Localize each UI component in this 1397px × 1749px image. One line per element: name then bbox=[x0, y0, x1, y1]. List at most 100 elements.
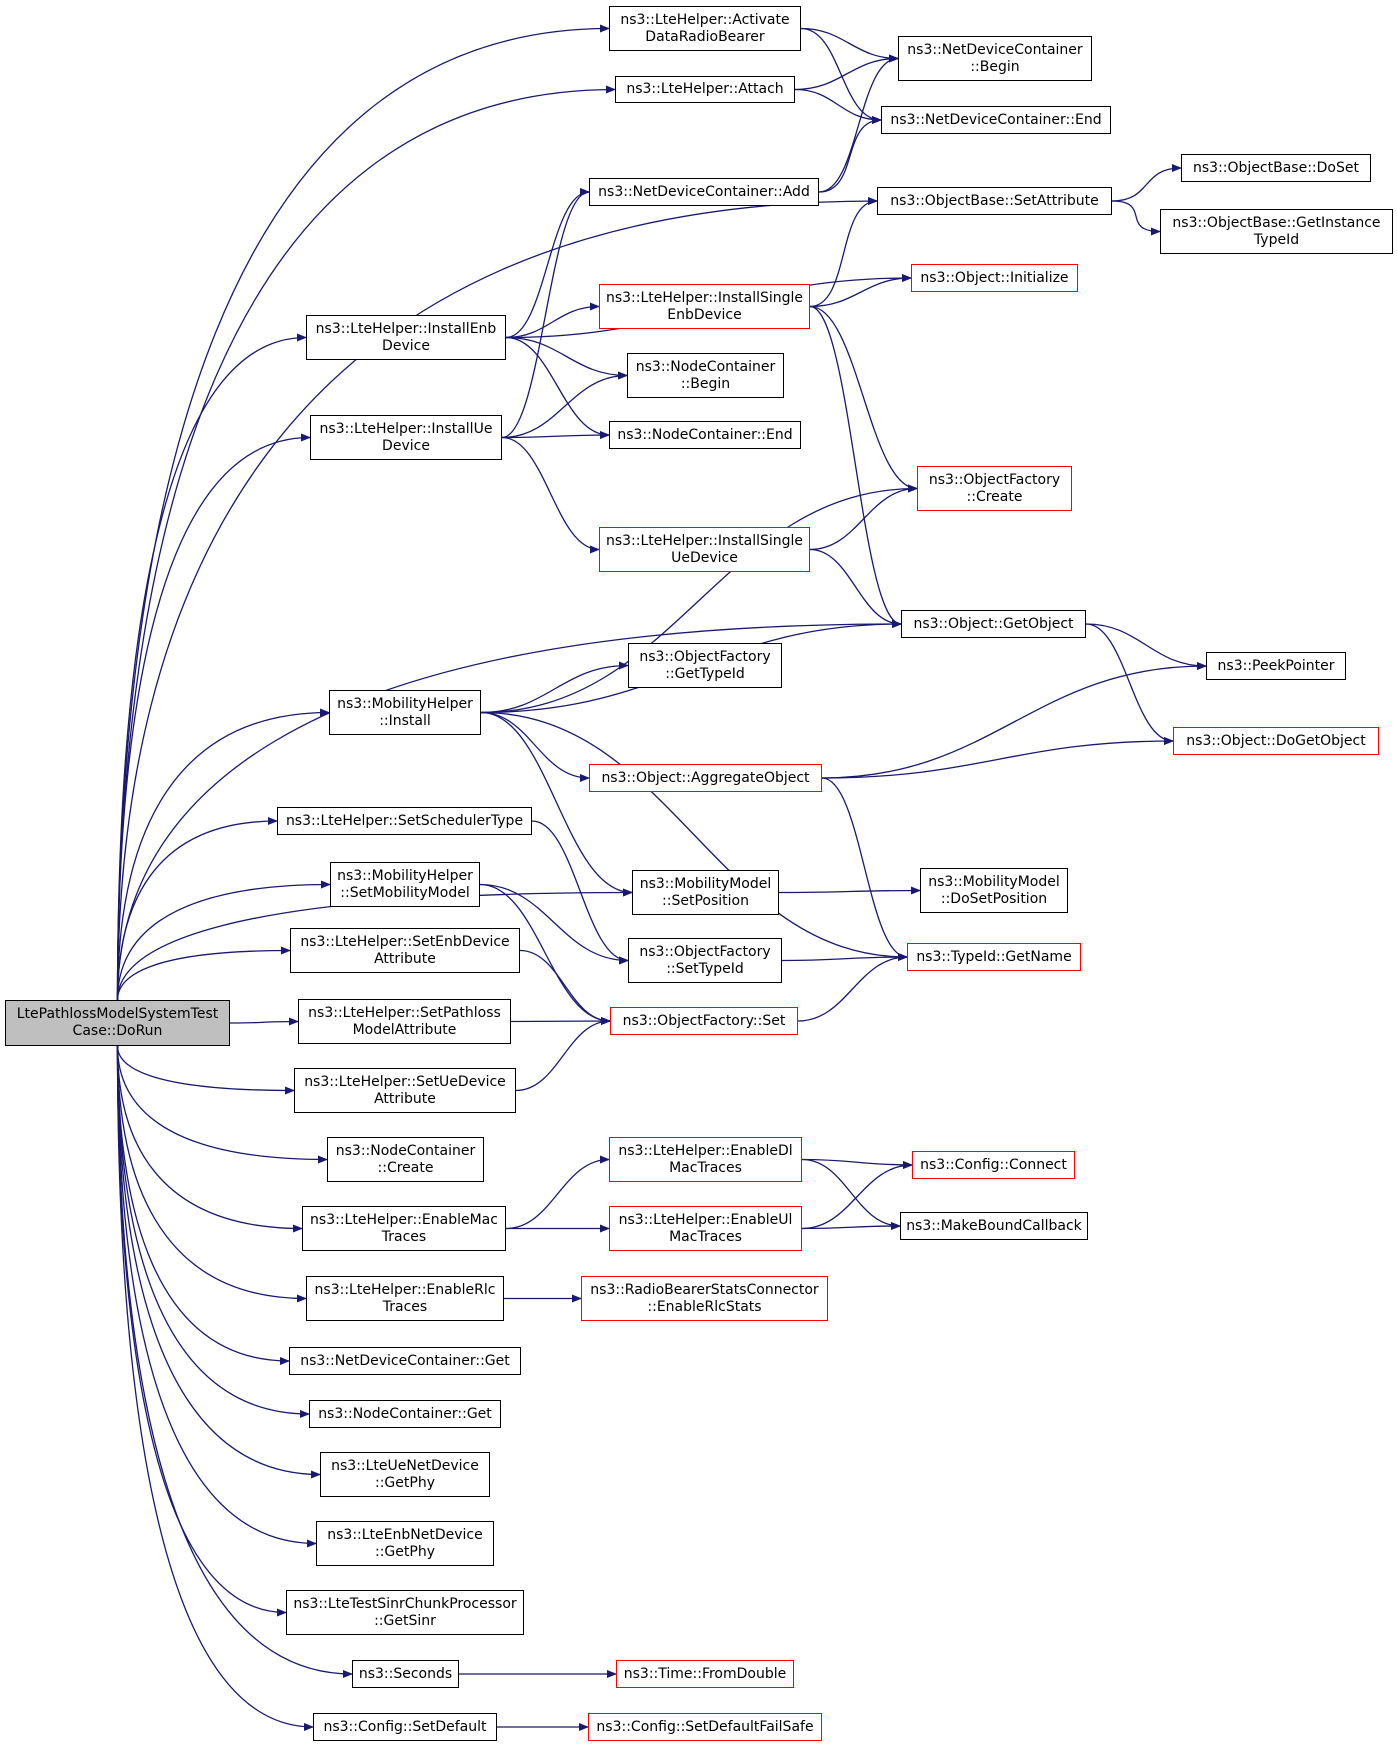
node-label-line: UeDevice bbox=[671, 549, 738, 566]
call-edge-en_ulmac-to-cfg_connect bbox=[801, 1161, 913, 1230]
node-ob-doset[interactable]: ns3::ObjectBase::DoSet bbox=[1181, 154, 1371, 182]
node-obj-getobject[interactable]: ns3::Object::GetObject bbox=[901, 610, 1086, 638]
node-cfg-connect[interactable]: ns3::Config::Connect bbox=[912, 1151, 1075, 1179]
call-edge-ndc_add-to-ndc_end bbox=[818, 116, 882, 193]
call-edge-set_pathloss-to-of_set bbox=[510, 1017, 611, 1026]
node-cfg-setdefault[interactable]: ns3::Config::SetDefault bbox=[313, 1713, 497, 1741]
node-label-line: ns3::Object::Initialize bbox=[920, 269, 1069, 286]
node-label-line: ns3::Object::GetObject bbox=[913, 615, 1074, 632]
node-label-line: ns3::NodeContainer bbox=[335, 1142, 476, 1159]
node-of-set[interactable]: ns3::ObjectFactory::Set bbox=[610, 1007, 798, 1035]
call-edge-dorun-to-set_sched bbox=[116, 817, 278, 1001]
node-ndc-add[interactable]: ns3::NetDeviceContainer::Add bbox=[589, 178, 819, 206]
call-edge-mh_install-to-of_gettypeid bbox=[480, 661, 629, 714]
call-edge-obj_getobject-to-obj_dogetobject bbox=[1085, 623, 1174, 745]
node-label-line: ns3::LteHelper::InstallSingle bbox=[605, 532, 804, 549]
node-mh-install[interactable]: ns3::MobilityHelper::Install bbox=[329, 690, 481, 735]
node-nc-begin[interactable]: ns3::NodeContainer::Begin bbox=[627, 353, 784, 398]
node-ob-setattr[interactable]: ns3::ObjectBase::SetAttribute bbox=[877, 187, 1112, 215]
node-seconds[interactable]: ns3::Seconds bbox=[352, 1660, 459, 1688]
node-label-line: ns3::LteHelper::InstallEnb bbox=[315, 320, 497, 337]
node-label-line: LtePathlossModelSystemTest bbox=[16, 1006, 219, 1022]
node-nc-get[interactable]: ns3::NodeContainer::Get bbox=[309, 1400, 501, 1428]
node-mh-setmob[interactable]: ns3::MobilityHelper::SetMobilityModel bbox=[330, 862, 480, 907]
node-label-line: ::SetTypeId bbox=[666, 960, 744, 977]
node-of-gettypeid[interactable]: ns3::ObjectFactory::GetTypeId bbox=[628, 643, 782, 688]
node-label-line: ns3::ObjectFactory bbox=[639, 943, 771, 960]
node-mm-dosetpos[interactable]: ns3::MobilityModel::DoSetPosition bbox=[920, 868, 1068, 913]
call-edge-dorun-to-set_ueattr bbox=[116, 1045, 295, 1095]
node-label-line: EnbDevice bbox=[667, 306, 742, 323]
call-edge-mh_install-to-of_create bbox=[480, 484, 918, 714]
call-edge-dorun-to-seconds bbox=[116, 1045, 353, 1678]
node-makebound[interactable]: ns3::MakeBoundCallback bbox=[900, 1212, 1088, 1240]
node-label-line: ns3::Time::FromDouble bbox=[623, 1665, 787, 1682]
node-peekpointer[interactable]: ns3::PeekPointer bbox=[1206, 652, 1346, 680]
node-obj-aggregate[interactable]: ns3::Object::AggregateObject bbox=[589, 764, 822, 792]
node-enb-getphy[interactable]: ns3::LteEnbNetDevice::GetPhy bbox=[316, 1521, 494, 1566]
node-obj-init[interactable]: ns3::Object::Initialize bbox=[911, 264, 1078, 292]
node-of-settypeid[interactable]: ns3::ObjectFactory::SetTypeId bbox=[628, 938, 782, 983]
node-rbsc-rlc[interactable]: ns3::RadioBearerStatsConnector::EnableRl… bbox=[581, 1276, 828, 1321]
node-obj-dogetobject[interactable]: ns3::Object::DoGetObject bbox=[1173, 727, 1379, 755]
node-typeid-getname[interactable]: ns3::TypeId::GetName bbox=[907, 943, 1081, 971]
node-label-line: ns3::ObjectFactory bbox=[639, 648, 771, 665]
call-edge-attach-to-ndc_begin bbox=[794, 54, 899, 91]
node-set-sched[interactable]: ns3::LteHelper::SetSchedulerType bbox=[277, 807, 532, 835]
node-label-line: MacTraces bbox=[669, 1228, 742, 1245]
node-label-line: ns3::Config::SetDefaultFailSafe bbox=[596, 1718, 814, 1735]
call-edge-dorun-to-en_rlc bbox=[116, 1045, 307, 1303]
call-edge-dorun-to-nc_get bbox=[116, 1045, 310, 1418]
node-label-line: ns3::LteHelper::Activate bbox=[620, 11, 790, 28]
call-edge-set_enbattr-to-of_set bbox=[519, 949, 611, 1025]
node-label-line: ns3::ObjectBase::GetInstance bbox=[1172, 214, 1381, 231]
node-nc-create[interactable]: ns3::NodeContainer::Create bbox=[327, 1137, 484, 1182]
node-label-line: ns3::TypeId::GetName bbox=[916, 948, 1072, 965]
call-edge-dorun-to-enb_getphy bbox=[116, 1045, 317, 1548]
call-edge-activate-to-ndc_end bbox=[800, 27, 882, 124]
node-of-create[interactable]: ns3::ObjectFactory::Create bbox=[917, 466, 1072, 511]
node-time-fromdouble[interactable]: ns3::Time::FromDouble bbox=[616, 1660, 794, 1688]
call-edge-attach-to-ndc_end bbox=[794, 88, 882, 124]
node-mm-setpos[interactable]: ns3::MobilityModel::SetPosition bbox=[632, 870, 779, 915]
node-label-line: Device bbox=[382, 437, 430, 454]
node-label-line: ns3::Seconds bbox=[358, 1665, 453, 1682]
node-label-line: ns3::LteHelper::EnableMac bbox=[310, 1211, 498, 1228]
call-edge-set_sched-to-of_settypeid bbox=[531, 820, 629, 965]
node-ndc-get[interactable]: ns3::NetDeviceContainer::Get bbox=[289, 1347, 521, 1375]
node-sinr-get[interactable]: ns3::LteTestSinrChunkProcessor::GetSinr bbox=[286, 1590, 524, 1635]
call-edge-inst_enb-to-inst_single_enb bbox=[505, 302, 600, 339]
call-edge-inst_single_enb-to-ob_setattr bbox=[809, 197, 878, 308]
node-label-line: ns3::LteHelper::InstallSingle bbox=[605, 289, 804, 306]
node-label-line: ns3::NetDeviceContainer::Get bbox=[300, 1352, 510, 1369]
node-attach[interactable]: ns3::LteHelper::Attach bbox=[615, 76, 795, 103]
node-ndc-begin[interactable]: ns3::NetDeviceContainer::Begin bbox=[898, 36, 1092, 81]
node-label-line: ::GetSinr bbox=[374, 1612, 436, 1629]
node-label-line: ns3::LteEnbNetDevice bbox=[327, 1526, 483, 1543]
node-label-line: ns3::LteHelper::SetUeDevice bbox=[304, 1073, 506, 1090]
call-edge-en_dlmac-to-makebound bbox=[801, 1158, 901, 1230]
call-edge-inst_single_enb-to-obj_getobject bbox=[809, 305, 902, 628]
node-nc-end[interactable]: ns3::NodeContainer::End bbox=[609, 421, 801, 449]
node-label-line: ns3::NodeContainer bbox=[635, 358, 776, 375]
node-label-line: Device bbox=[382, 337, 430, 354]
node-ue-getphy[interactable]: ns3::LteUeNetDevice::GetPhy bbox=[320, 1452, 490, 1497]
node-label-line: MacTraces bbox=[669, 1159, 742, 1176]
node-ndc-end[interactable]: ns3::NetDeviceContainer::End bbox=[881, 106, 1111, 134]
node-cfg-setdefaultfs[interactable]: ns3::Config::SetDefaultFailSafe bbox=[588, 1713, 822, 1741]
node-label-line: ns3::MobilityHelper bbox=[337, 695, 473, 712]
